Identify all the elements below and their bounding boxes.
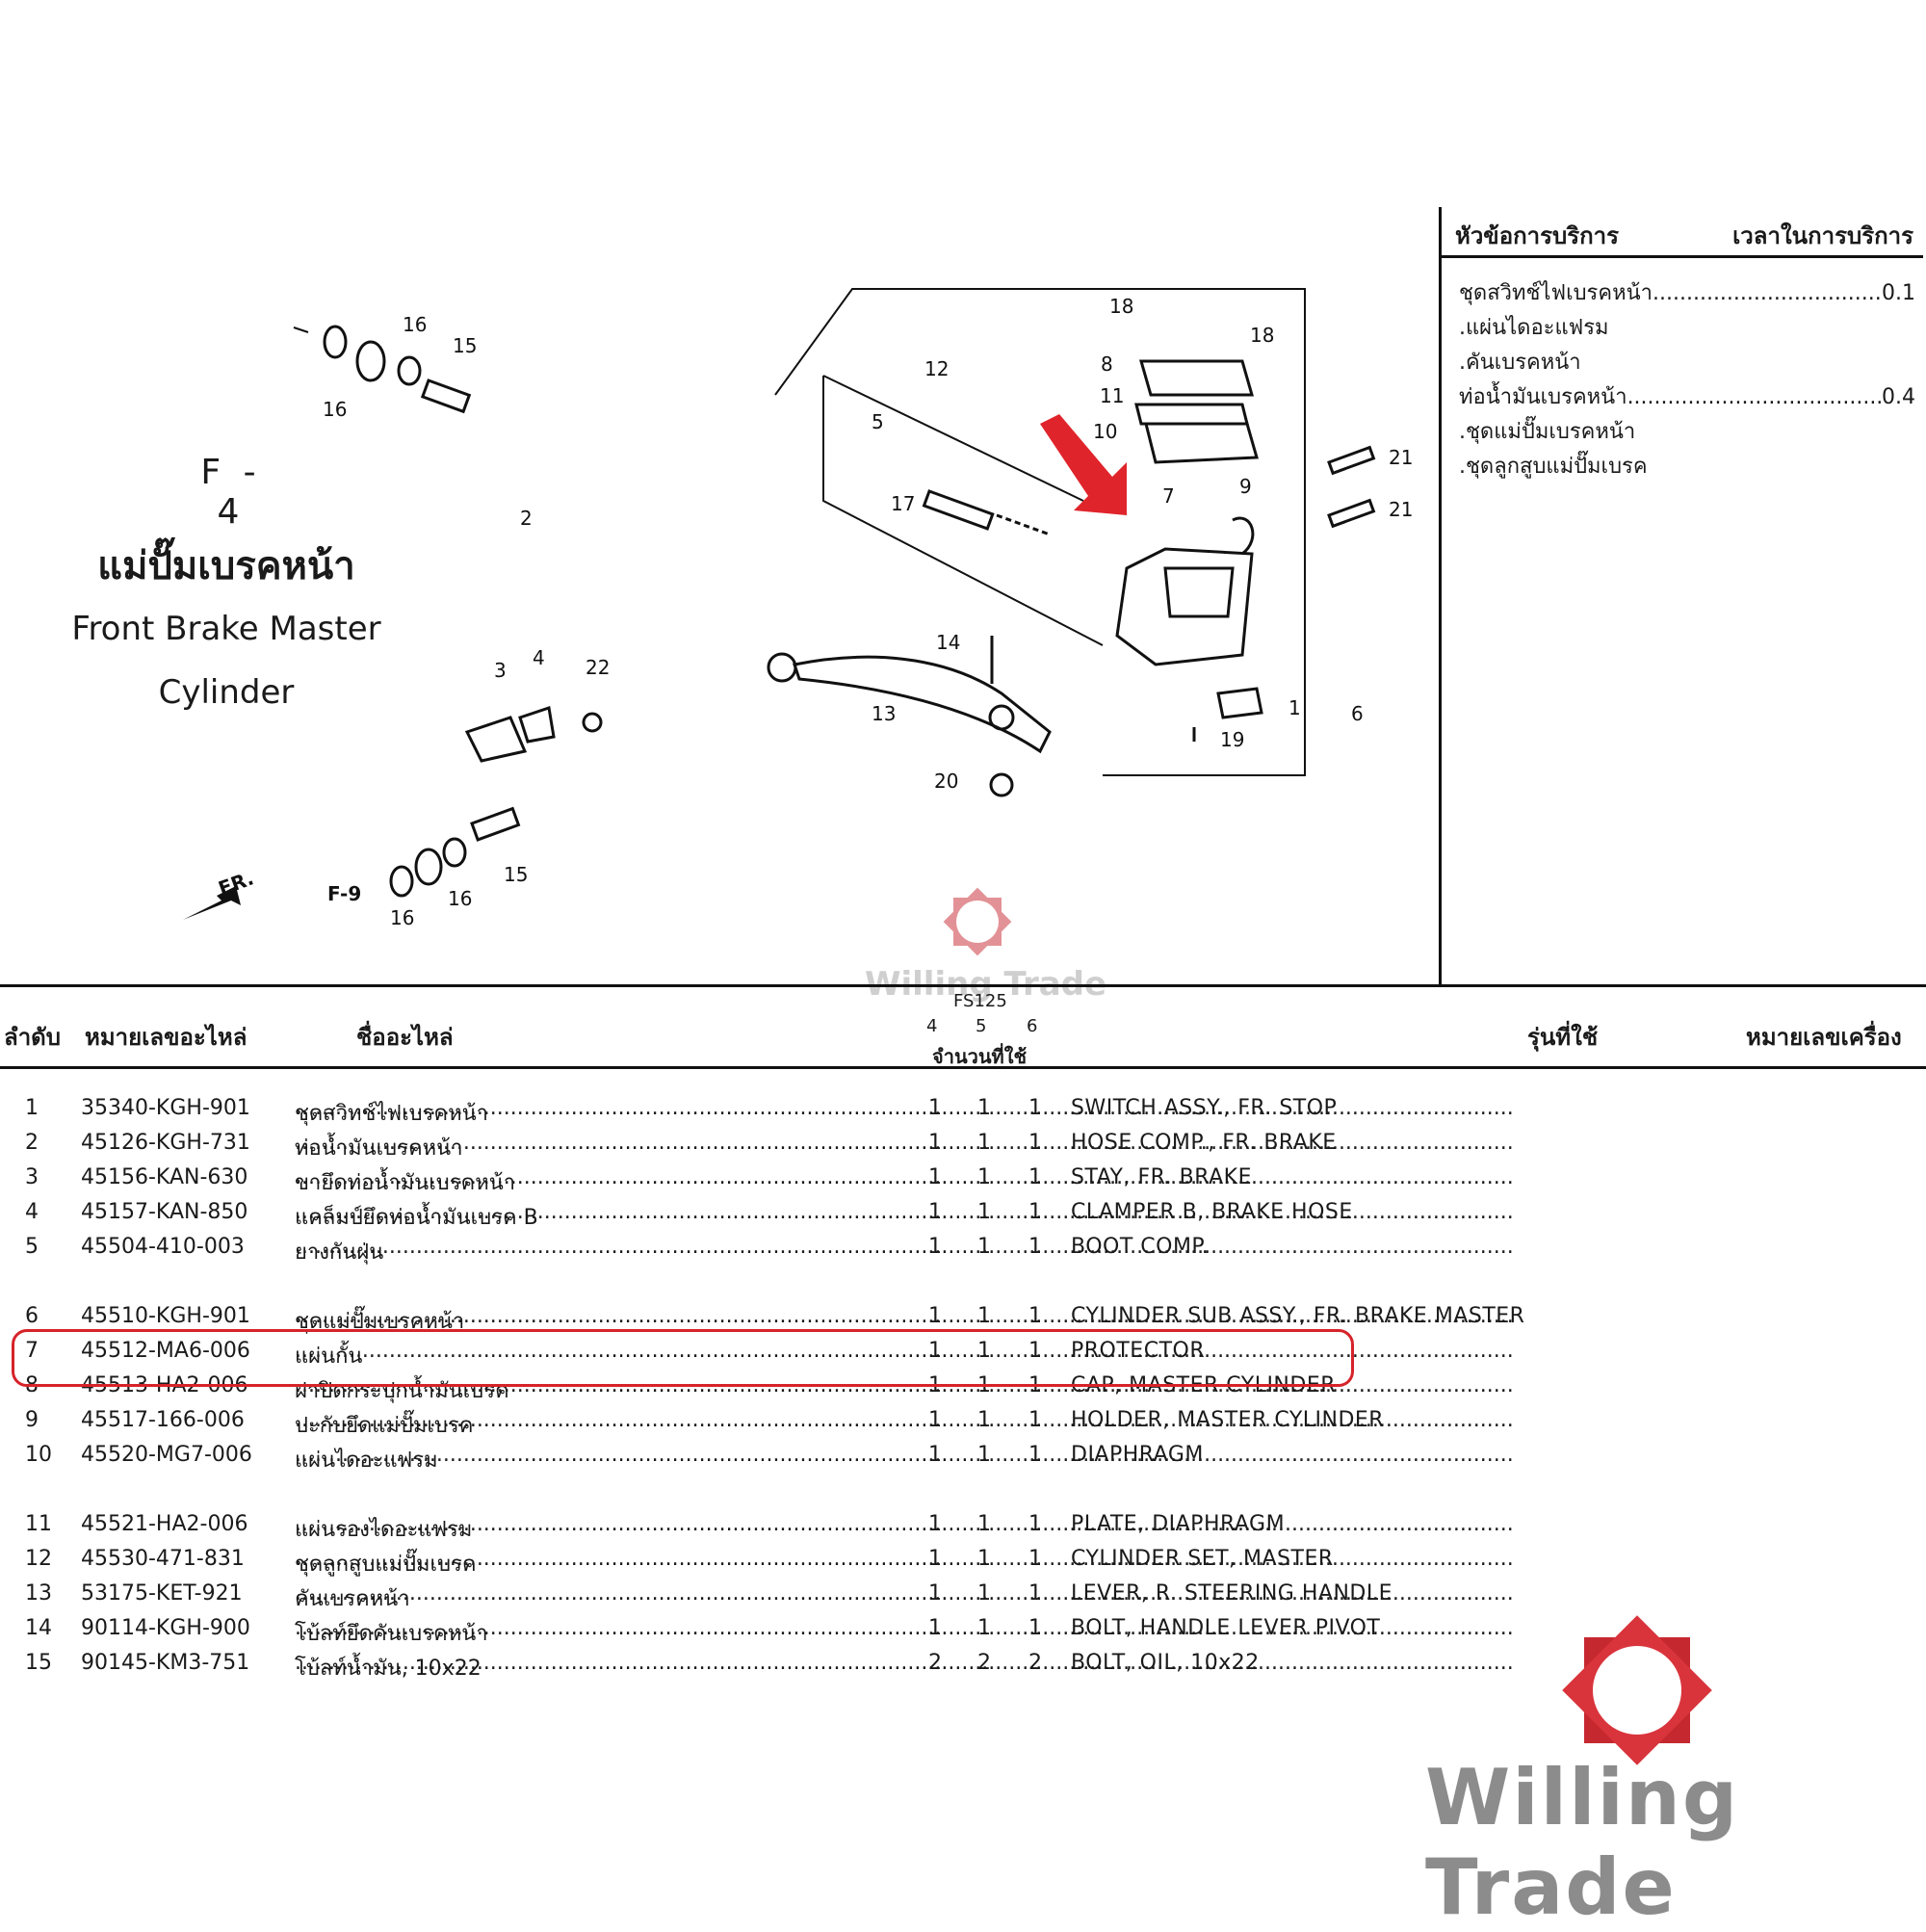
service-list: ชุดสวิทช์ไฟเบรคหน้า0.1 .แผ่นไดอะแฟรม .คั… <box>1459 276 1915 484</box>
header-part-no: หมายเลขอะไหล่ <box>85 1024 247 1051</box>
page-title-english: Front Brake Master Cylinder <box>53 597 400 724</box>
svg-text:17: 17 <box>891 492 915 515</box>
brake-hose-illustration <box>293 325 603 898</box>
svg-text:21: 21 <box>1389 498 1413 521</box>
table-row: 135340-KGH-901ชุดสวิทช์ไฟเบรคหน้า111SWIT… <box>0 1096 1926 1129</box>
service-row: ชุดสวิทช์ไฟเบรคหน้า0.1 <box>1459 276 1915 311</box>
svg-text:18: 18 <box>1109 295 1133 318</box>
page-title-thai: แม่ปั๊มเบรคหน้า <box>97 544 355 588</box>
highlight-box <box>12 1329 1354 1387</box>
table-row: 945517-166-006ปะกับยึดแม่ปั๊มเบรค111HOLD… <box>0 1408 1926 1441</box>
svg-text:15: 15 <box>504 863 528 886</box>
svg-text:18: 18 <box>1250 324 1274 347</box>
parts-diagram: 16 16 15 2 3 4 22 15 16 16 F-9 FR. 12 5 … <box>183 288 1414 956</box>
svg-text:9: 9 <box>1239 475 1252 498</box>
svg-text:13: 13 <box>872 702 896 725</box>
header-quantity: จำนวนที่ใช้ <box>932 1045 1028 1068</box>
fr-arrow-icon <box>183 886 241 920</box>
header-col-5: 5 <box>976 1016 987 1036</box>
svg-text:2: 2 <box>520 507 533 530</box>
service-item-header: หัวข้อการบริการ <box>1455 222 1620 249</box>
svg-text:4: 4 <box>533 646 545 669</box>
table-row: 1245530-471-831ชุดลูกสูบแม่ปั๊มเบรค111CY… <box>0 1547 1926 1580</box>
service-time-panel: หัวข้อการบริการ เวลาในการบริการ ชุดสวิทช… <box>1439 207 1926 985</box>
svg-text:F-9: F-9 <box>327 882 361 905</box>
service-row: .ชุดแม่ปั๊มเบรคหน้า <box>1459 420 1636 444</box>
header-col-4: 4 <box>926 1016 938 1036</box>
service-row: .คันเบรคหน้า <box>1459 351 1581 375</box>
parts-table-header: ลำดับ หมายเลขอะไหล่ ชื่ออะไหล่ FS125 4 5… <box>0 984 1926 1069</box>
svg-text:16: 16 <box>390 906 414 929</box>
svg-text:3: 3 <box>494 659 507 682</box>
watermark-text: Willing Trade <box>1425 1753 1740 1932</box>
callout-labels: 16 16 15 2 3 4 22 15 16 16 F-9 FR. 12 5 … <box>216 295 1414 929</box>
svg-text:20: 20 <box>934 770 958 793</box>
service-time-header: เวลาในการบริการ <box>1732 222 1913 249</box>
table-row: 345156-KAN-630ขายึดท่อน้ำมันเบรคหน้า111S… <box>0 1165 1926 1198</box>
svg-text:12: 12 <box>924 357 949 380</box>
service-row: .ชุดลูกสูบแม่ปั๊มเบรค <box>1459 455 1648 479</box>
header-col-6: 6 <box>1027 1016 1038 1036</box>
svg-text:11: 11 <box>1100 384 1124 407</box>
service-row: ท่อน้ำมันเบรคหน้า0.4 <box>1459 380 1915 415</box>
header-no: ลำดับ <box>4 1024 62 1051</box>
header-model: FS125 <box>953 991 1007 1011</box>
table-row: 645510-KGH-901ชุดแม่ปั๊มเบรคหน้า111CYLIN… <box>0 1304 1926 1337</box>
title-en-line2: Cylinder <box>158 673 295 712</box>
svg-text:16: 16 <box>323 398 347 421</box>
header-part-name: ชื่ออะไหล่ <box>356 1024 454 1051</box>
svg-text:22: 22 <box>586 656 610 679</box>
willing-trade-logo <box>1562 1615 1712 1765</box>
service-header: หัวข้อการบริการ เวลาในการบริการ <box>1442 207 1923 258</box>
svg-text:6: 6 <box>1351 702 1364 725</box>
svg-text:10: 10 <box>1093 420 1117 443</box>
svg-text:16: 16 <box>403 313 427 336</box>
table-row: 1490114-KGH-900โบ้ลท์ยึดคันเบรคหน้า111BO… <box>0 1616 1926 1649</box>
title-en-line1: Front Brake Master <box>71 610 381 648</box>
header-model-used: รุ่นที่ใช้ <box>1527 1024 1599 1051</box>
svg-text:21: 21 <box>1389 446 1413 469</box>
red-arrow-icon <box>1040 414 1127 515</box>
svg-text:5: 5 <box>872 410 884 433</box>
watermark-logo-small <box>943 887 1012 956</box>
svg-text:14: 14 <box>936 631 960 654</box>
master-cylinder-illustration <box>767 288 1376 797</box>
table-row: 1145521-HA2-006แผ่นรองไดอะแฟรม111PLATE, … <box>0 1512 1926 1545</box>
svg-text:7: 7 <box>1162 484 1175 508</box>
header-engine-no: หมายเลขเครื่อง <box>1746 1024 1902 1051</box>
svg-text:1: 1 <box>1288 696 1301 719</box>
page-code: F - 4 <box>200 453 262 532</box>
svg-text:8: 8 <box>1101 352 1113 376</box>
service-row: .แผ่นไดอะแฟรม <box>1459 316 1609 340</box>
svg-text:FR.: FR. <box>216 866 257 900</box>
svg-text:15: 15 <box>453 334 477 357</box>
svg-text:19: 19 <box>1220 728 1244 751</box>
svg-text:16: 16 <box>448 887 472 910</box>
